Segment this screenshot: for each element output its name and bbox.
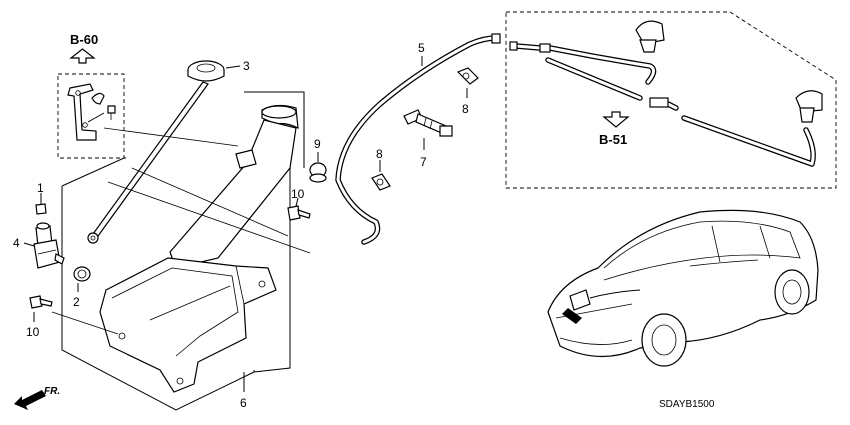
vehicle-locator (547, 209, 819, 367)
tank-frame-neck (244, 91, 305, 168)
hose-clamp-lower (371, 173, 391, 191)
callout-4: 4 (13, 236, 20, 250)
b51-down-arrow (602, 111, 630, 128)
diagram-code: SDAYB1500 (659, 399, 715, 410)
b60-reference[interactable]: B-60 (69, 32, 98, 64)
callout-10-left: 10 (26, 325, 40, 339)
leader-3 (225, 65, 241, 69)
hose-clamp-upper (456, 67, 479, 85)
tank-leader-a (107, 181, 311, 254)
callout-9: 9 (314, 137, 321, 151)
mounting-bracket (67, 83, 116, 141)
front-direction-indicator: FR. (14, 386, 60, 410)
nozzle-hoses (509, 41, 816, 167)
bracket-leader (103, 127, 239, 147)
tank-frame-right (253, 168, 291, 373)
tank-leader-b (131, 167, 289, 237)
hose-joint (403, 109, 453, 137)
b51-reference[interactable]: B-51 (599, 111, 630, 147)
front-label: FR. (44, 386, 60, 397)
callout-6: 6 (240, 396, 247, 410)
bolt-leader (51, 311, 119, 335)
grommet-9 (309, 162, 327, 183)
callout-1: 1 (37, 181, 44, 195)
filler-cap-assembly (87, 60, 225, 244)
pump-grommet (35, 203, 47, 215)
b60-label: B-60 (70, 32, 98, 47)
washer-nozzle-left (795, 90, 823, 123)
callout-8-lower: 8 (376, 147, 383, 161)
washer-pump (33, 222, 65, 269)
callout-5: 5 (418, 41, 425, 55)
washer-hose (335, 33, 501, 245)
b51-label: B-51 (599, 132, 627, 147)
bracket-dashed-box (57, 73, 125, 159)
pump-seal (73, 266, 91, 282)
b60-up-arrow (69, 48, 96, 64)
callout-3: 3 (243, 59, 250, 73)
leader-4 (23, 242, 35, 247)
callout-8-upper: 8 (462, 102, 469, 116)
washer-tank (99, 104, 299, 393)
callout-10-center: 10 (291, 187, 305, 201)
callout-2: 2 (73, 295, 80, 309)
flange-bolt-left (29, 295, 53, 309)
tank-frame-top (61, 157, 126, 187)
callout-7: 7 (420, 155, 427, 169)
washer-nozzle-right (635, 20, 665, 53)
flange-bolt-center (287, 205, 311, 221)
tank-frame-left (61, 186, 255, 411)
b51-dashed-box (505, 11, 837, 189)
leader-10-center (295, 197, 299, 207)
